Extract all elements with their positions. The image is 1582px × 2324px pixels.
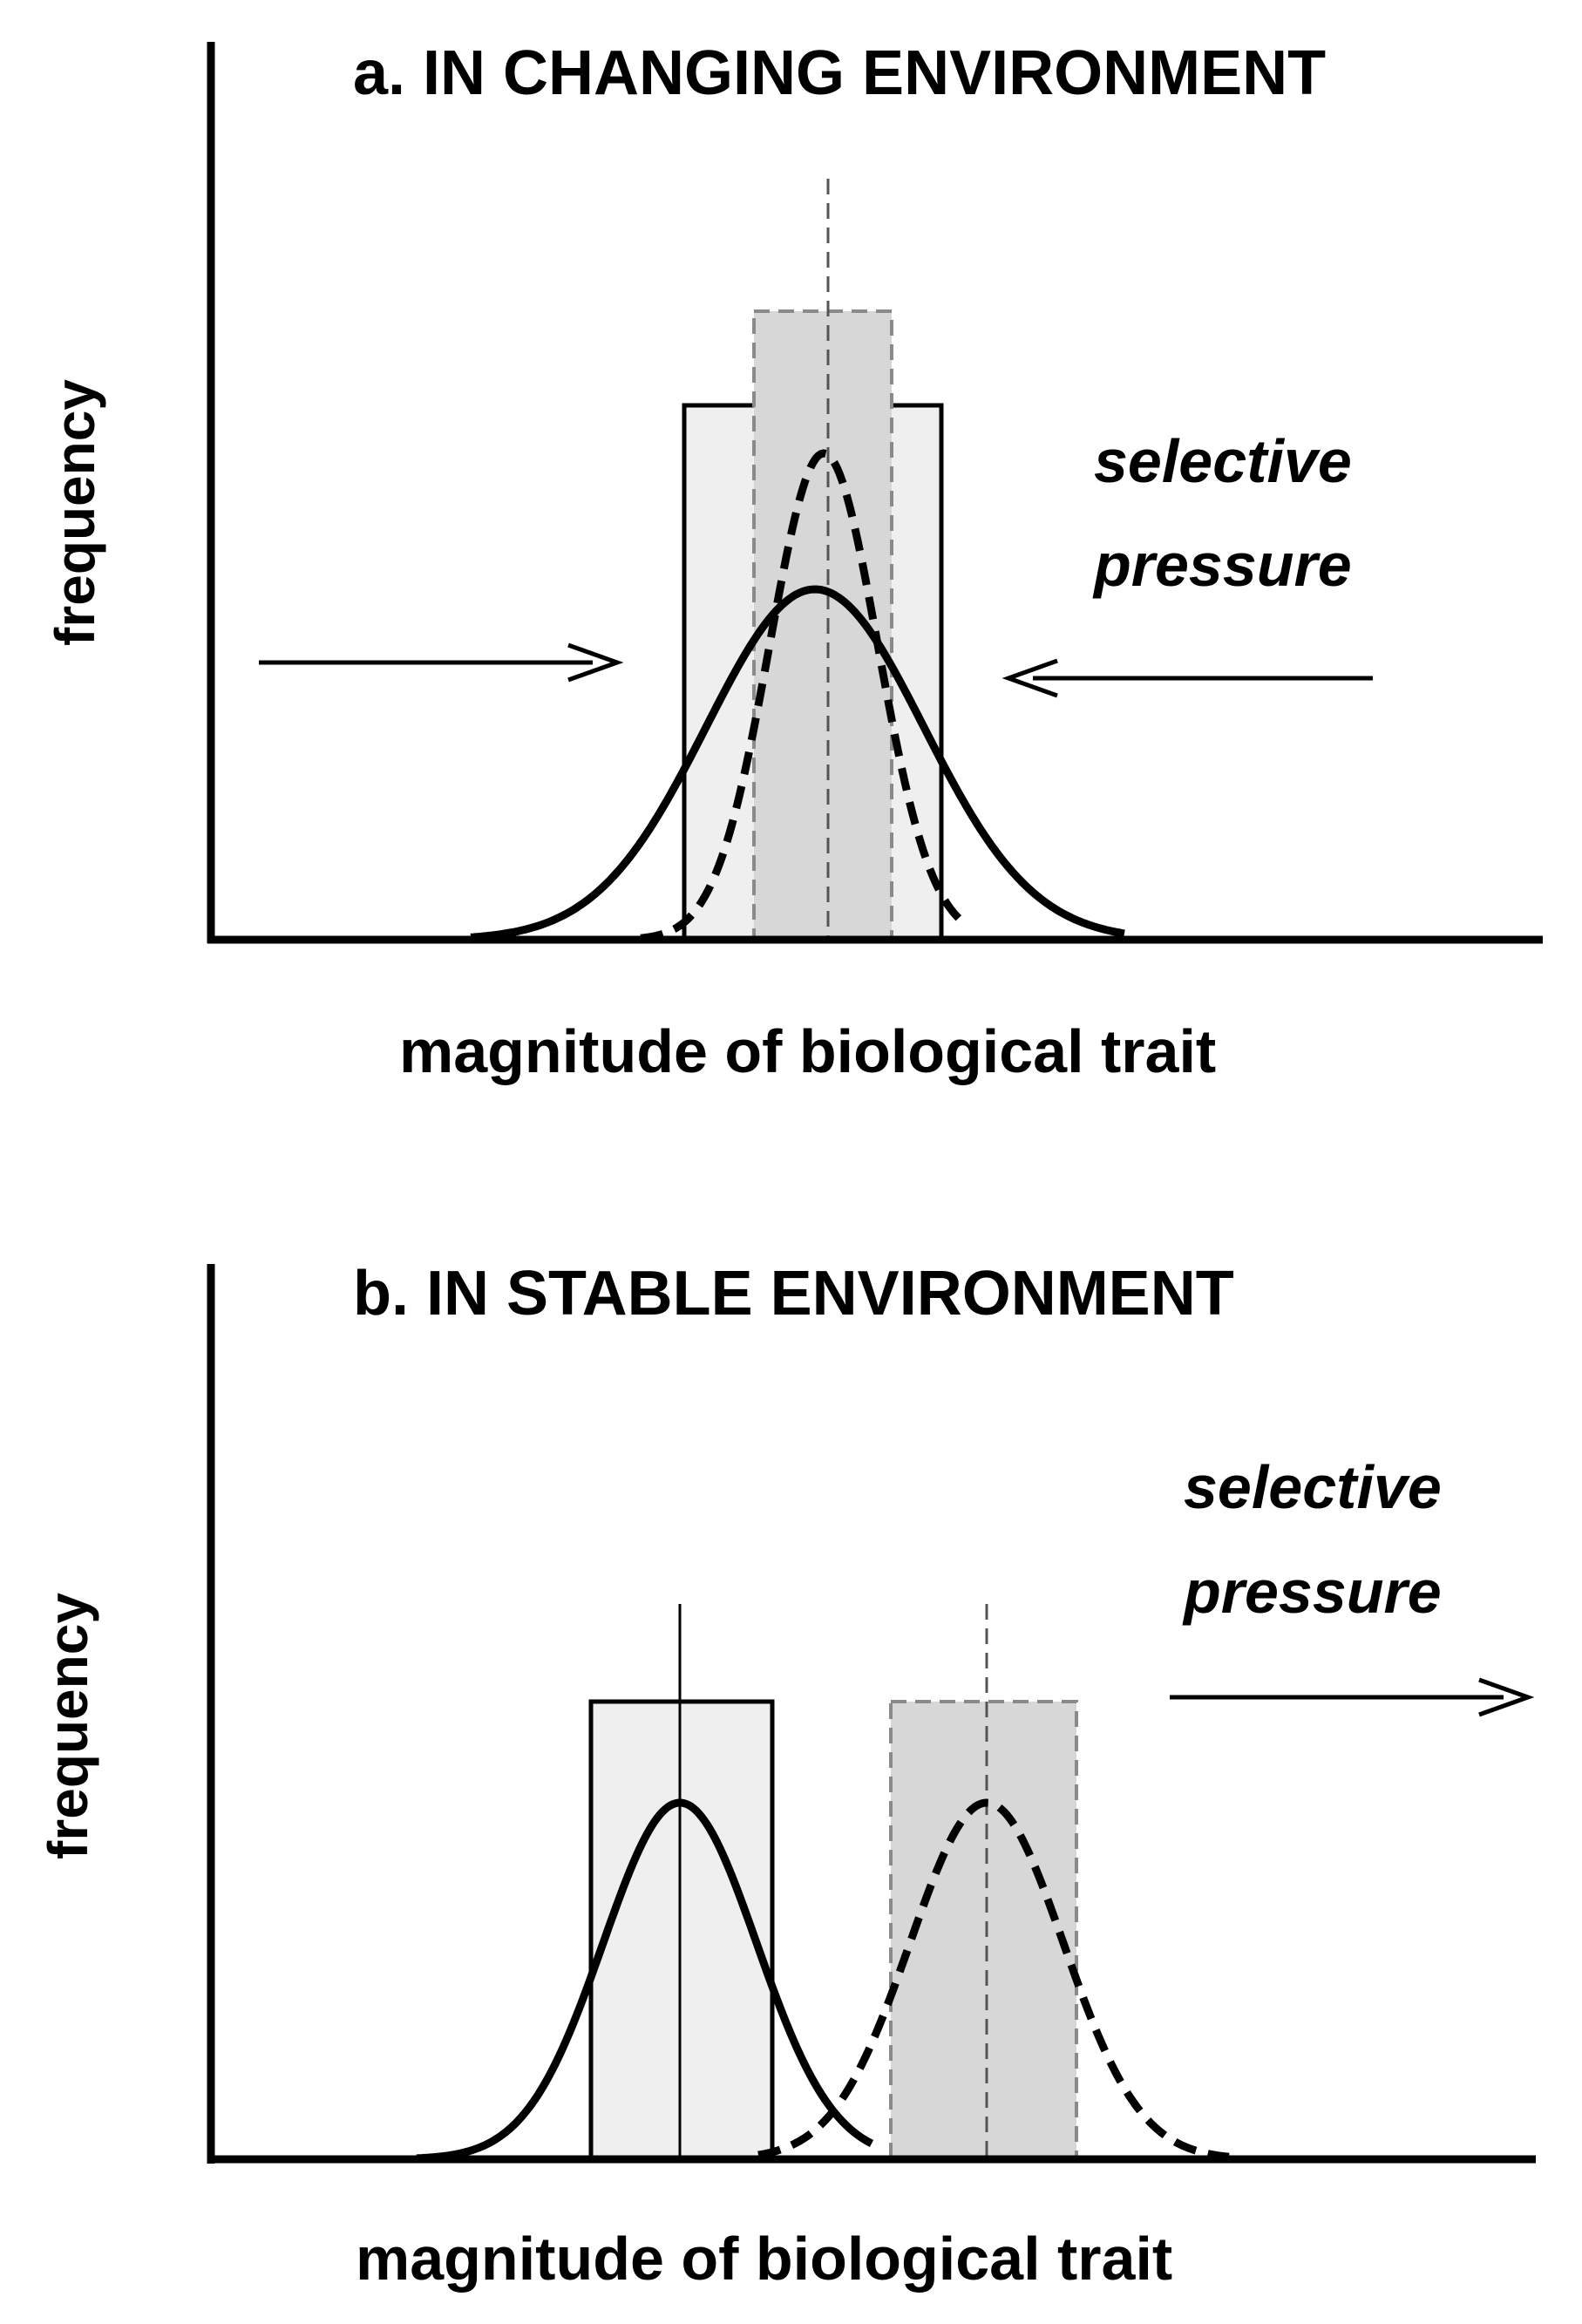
panel-b-original-curve: [416, 1798, 874, 2163]
panel-a-narrow-curve: [640, 449, 970, 942]
panel-b-y-label: frequency: [37, 1593, 99, 1859]
panel-b-shifted-curve: [757, 1798, 1230, 2161]
panel-a-left-arrow: [1001, 658, 1373, 698]
panel-b-annotation-line1: selective: [1184, 1453, 1442, 1521]
panel-a-annotation-line1: selective: [1094, 427, 1352, 495]
panel-b-x-label: magnitude of biological trait: [356, 2225, 1172, 2293]
panel-a-title: a. IN CHANGING ENVIRONMENT: [353, 38, 1326, 108]
panel-a-y-label: frequency: [44, 379, 106, 646]
panel-a-annotation-line2: pressure: [1092, 531, 1352, 599]
panel-b: b. IN STABLE ENVIRONMENT selective press…: [37, 1259, 1536, 2293]
panel-b-right-arrow: [1170, 1677, 1535, 1717]
panel-b-original-bar: [588, 1699, 775, 2162]
panel-b-shifted-bar: [889, 1700, 1078, 2161]
panel-b-annotation-line2: pressure: [1182, 1558, 1442, 1626]
panel-a-x-label: magnitude of biological trait: [399, 1017, 1216, 1085]
panel-a: a. IN CHANGING ENVIRONMENT selective pre…: [44, 38, 1543, 1085]
panel-a-right-arrow: [259, 642, 624, 683]
panel-a-broad-curve: [470, 585, 1125, 941]
panel-b-title: b. IN STABLE ENVIRONMENT: [353, 1259, 1234, 1328]
